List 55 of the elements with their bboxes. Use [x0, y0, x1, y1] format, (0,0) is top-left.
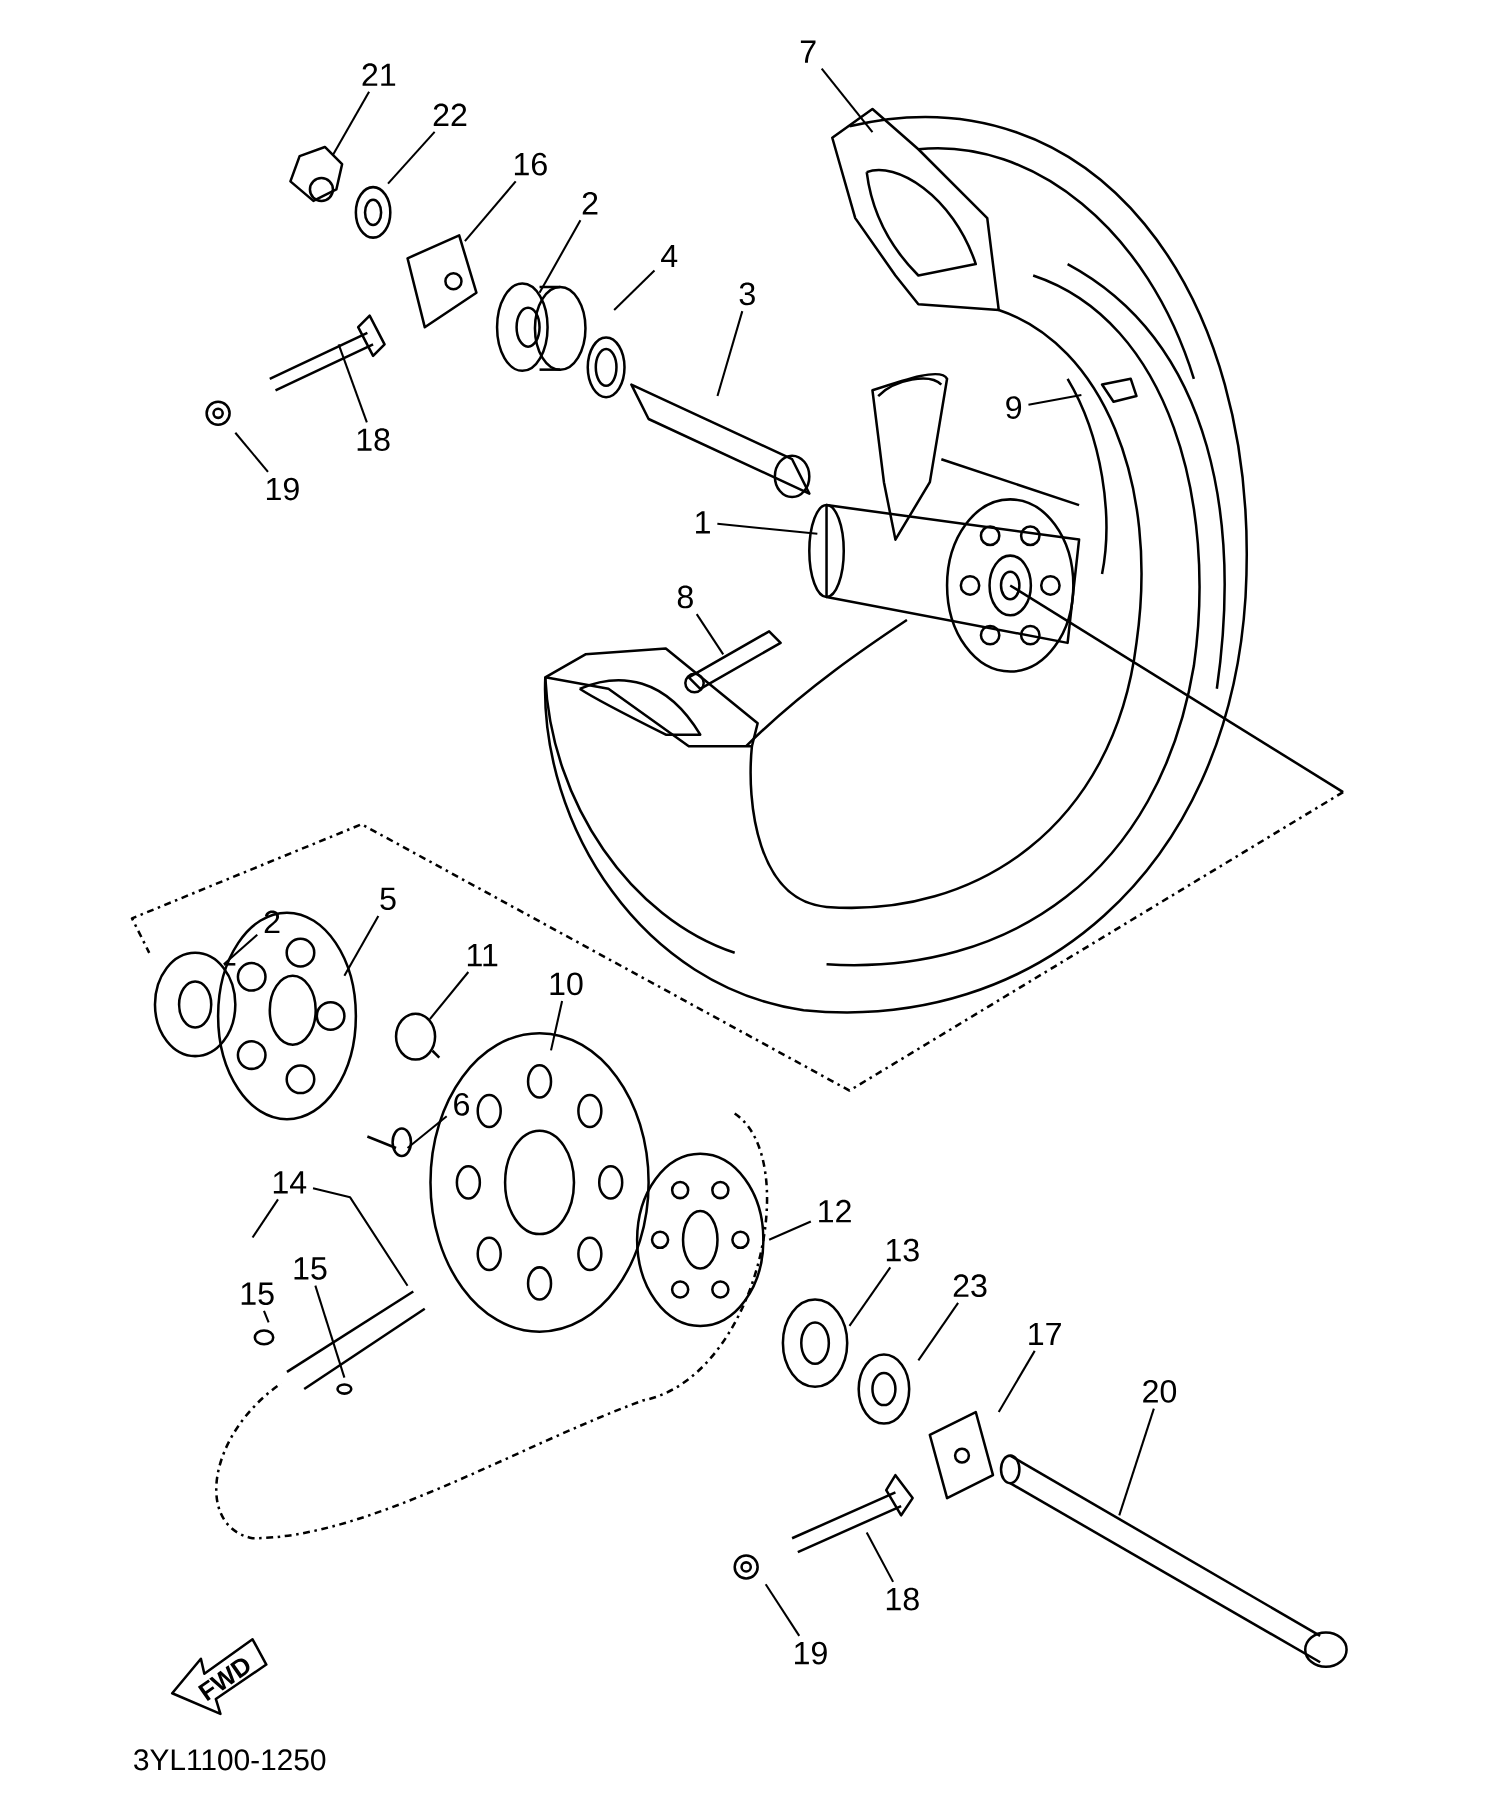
- leader-line: [312, 1187, 409, 1287]
- callout-number: 10: [550, 972, 583, 996]
- part-code: 3YL1100-1250: [133, 1749, 326, 1771]
- callout-number: 15: [241, 1282, 274, 1305]
- callout-number: 18: [886, 1587, 919, 1611]
- leader-line: [262, 1310, 270, 1323]
- leader-line: [716, 310, 744, 397]
- leader-line: [1118, 1408, 1155, 1516]
- leader-line: [1028, 393, 1082, 406]
- callout-number: 5: [380, 887, 396, 911]
- leader-line: [997, 1350, 1036, 1413]
- callout-number: 4: [660, 244, 678, 268]
- callout-number: 15: [294, 1257, 327, 1280]
- leader-line: [337, 344, 368, 423]
- callout-number: 3: [739, 282, 755, 306]
- callout-number: 14: [273, 1171, 306, 1194]
- leader-line: [223, 934, 258, 966]
- leader-line: [717, 522, 818, 535]
- leader-line: [463, 180, 517, 242]
- callout-number: 17: [1029, 1322, 1061, 1345]
- leader-line: [343, 915, 380, 977]
- leader-line: [613, 269, 655, 311]
- bolt-head: [394, 1012, 441, 1061]
- callout-number: 22: [433, 103, 467, 126]
- leader-line: [865, 1532, 894, 1583]
- leader-line: [387, 131, 436, 185]
- leader-line: [428, 971, 469, 1020]
- leader-line: [251, 1198, 279, 1239]
- leader-line: [538, 219, 582, 294]
- leader-line: [848, 1266, 891, 1327]
- leader-line: [549, 1000, 563, 1051]
- callout-number: 20: [1143, 1379, 1176, 1403]
- leader-line: [234, 432, 269, 473]
- callout-number: 2: [582, 191, 598, 215]
- leader-line: [768, 1220, 812, 1241]
- callout-number: 7: [800, 40, 816, 63]
- callout-number: 19: [266, 477, 299, 501]
- leader-line: [917, 1302, 959, 1361]
- callout-number: 16: [514, 152, 547, 176]
- callout-number: 21: [362, 63, 395, 86]
- callout-number: 19: [794, 1641, 827, 1665]
- callout-number: 1: [695, 511, 710, 534]
- callout-number: 9: [1006, 396, 1021, 419]
- callout-number: 11: [467, 944, 498, 967]
- callout-number: 12: [818, 1199, 851, 1223]
- leader-line: [695, 613, 724, 655]
- callout-number: 8: [677, 585, 693, 609]
- callout-number: 6: [454, 1092, 469, 1116]
- callout-number: 23: [953, 1274, 987, 1298]
- callout-number: 18: [357, 428, 390, 452]
- leader-line: [331, 91, 370, 156]
- leader-line: [314, 1285, 346, 1378]
- leader-line: [764, 1583, 800, 1637]
- callout-number: 13: [886, 1238, 919, 1262]
- leader-line: [820, 67, 874, 133]
